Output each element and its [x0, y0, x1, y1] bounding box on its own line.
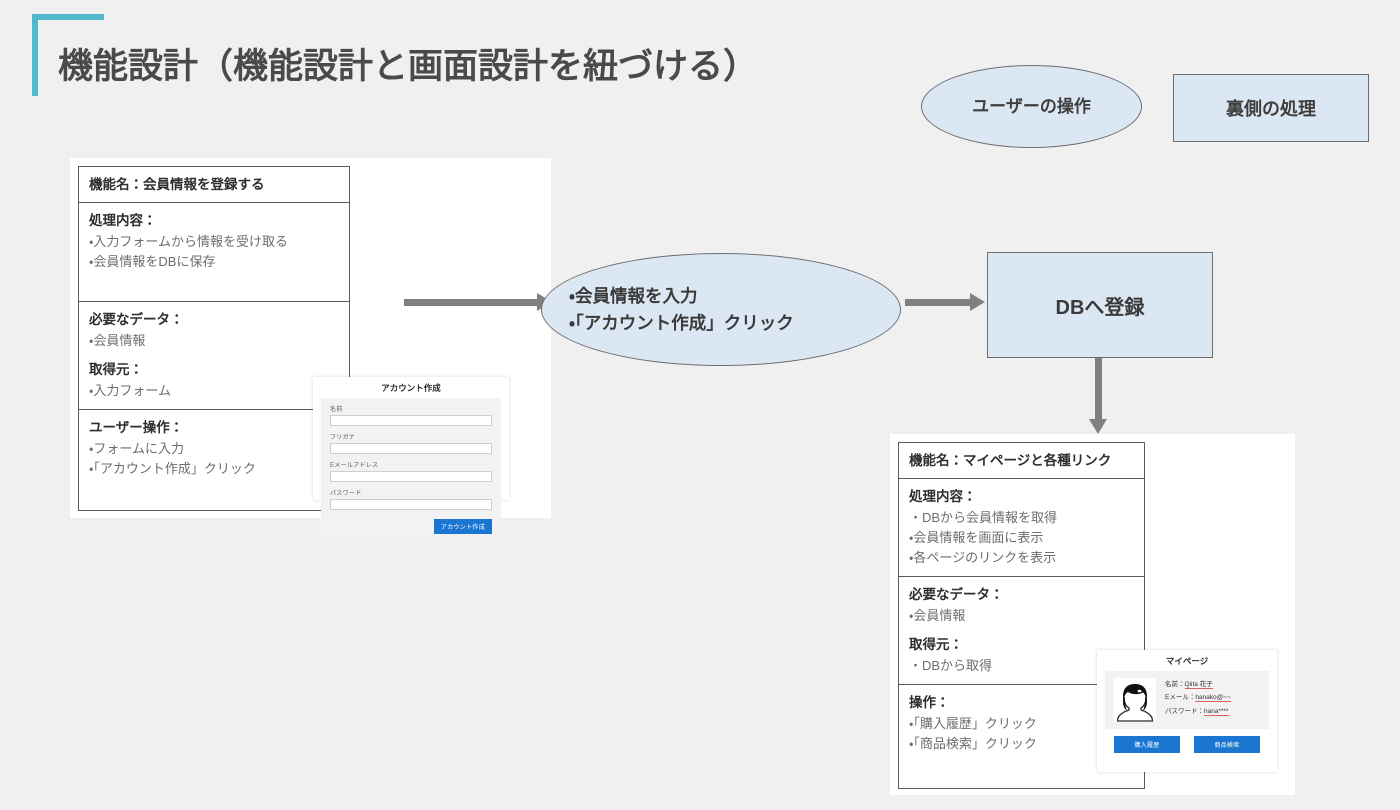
- mypage-button-row: 購入履歴 商品検索: [1097, 729, 1277, 762]
- flow-user-step-line2: ・「アカウント作成」クリック: [569, 312, 794, 333]
- mypage-email-row: Eメール：hanako@~~: [1165, 691, 1231, 704]
- legend-user-action-label-line2: 操作: [1056, 96, 1091, 116]
- flow-db-register-label: DBへ登録: [1055, 296, 1145, 319]
- legend-user-action-label-line1: ユーザーの: [972, 96, 1057, 116]
- spec-row-process: 処理内容： ・入力フォームから情報を受け取る ・会員情報をDBに保存: [79, 203, 349, 302]
- page-title: 機能設計（機能設計と画面設計を紐づける）: [58, 47, 759, 86]
- spec-right-data-heading: 必要なデータ：: [909, 587, 1004, 602]
- spec-right-operation-heading: 操作：: [909, 695, 950, 710]
- spec-right-operation-item-0: ・「購入履歴」クリック: [909, 715, 1037, 731]
- signup-mockup-title: アカウント作成: [381, 383, 441, 393]
- signup-email-label: Eメールアドレス: [330, 463, 379, 469]
- spec-card-register-member: 機能名：会員情報を登録する 処理内容： ・入力フォームから情報を受け取る ・会員…: [78, 166, 350, 511]
- legend-backend-process-label: 裏側の処理: [1226, 99, 1316, 119]
- spacer: [909, 626, 1134, 635]
- spec-right-source-item-0: ・DBから取得: [909, 657, 993, 673]
- mypage-name-row: 名前：Qiita 花子: [1165, 678, 1231, 691]
- spec-right-process-heading: 処理内容：: [909, 489, 977, 504]
- spec-row-function-name: 機能名：マイページと各種リンク: [899, 443, 1144, 479]
- spec-row-data-and-source: 必要なデータ： ・会員情報 取得元： ・入力フォーム: [79, 302, 349, 410]
- arrow-user-action-to-db: [905, 293, 985, 311]
- spec-left-data-item-0: ・会員情報: [89, 332, 146, 348]
- spec-left-process-item-0: ・入力フォームから情報を受け取る: [89, 233, 289, 249]
- arrow-form-to-user-action: [404, 293, 552, 311]
- signup-furigana-input[interactable]: [330, 443, 492, 454]
- spec-right-process-item-1: ・会員情報を画面に表示: [909, 530, 1044, 546]
- spec-right-process-item-2: ・各ページのリンクを表示: [909, 550, 1057, 566]
- mypage-email-value: hanako@~~: [1195, 694, 1231, 703]
- signup-password-input[interactable]: [330, 499, 492, 510]
- mypage-password-label: パスワード：: [1165, 707, 1204, 715]
- signup-email-input[interactable]: [330, 471, 492, 482]
- spec-right-operation-item-1: ・「商品検索」クリック: [909, 736, 1037, 752]
- spec-left-operation-item-0: ・フォームに入力: [89, 440, 185, 456]
- mypage-password-value: hana****: [1204, 707, 1229, 716]
- spec-left-process-item-1: ・会員情報をDBに保存: [89, 254, 216, 270]
- mypage-email-label: Eメール：: [1165, 694, 1196, 702]
- spec-card-mypage-links: 機能名：マイページと各種リンク 処理内容： ・DBから会員情報を取得 ・会員情報…: [898, 442, 1145, 789]
- legend-user-action-shape: ユーザーの 操作: [921, 65, 1142, 148]
- mypage-mockup-profile: 名前：Qiita 花子 Eメール：hanako@~~ パスワード：hana***…: [1105, 671, 1269, 729]
- purchase-history-button[interactable]: 購入履歴: [1114, 736, 1180, 753]
- spacer: [89, 351, 339, 360]
- flow-user-action-input-member-info: ・会員情報を入力 ・「アカウント作成」クリック: [541, 253, 901, 366]
- mypage-name-label: 名前：: [1165, 681, 1185, 688]
- flow-user-step-line1: ・会員情報を入力: [569, 286, 698, 307]
- spec-row-process: 処理内容： ・DBから会員情報を取得 ・会員情報を画面に表示 ・各ページのリンク…: [899, 479, 1144, 577]
- signup-screen-mockup: アカウント作成 名前 フリガナ Eメールアドレス パスワード アカウント作成: [313, 377, 509, 542]
- legend-backend-process-shape: 裏側の処理: [1173, 74, 1369, 142]
- spec-left-source-heading: 取得元：: [89, 362, 143, 378]
- signup-furigana-label: フリガナ: [330, 435, 356, 441]
- mypage-name-value: Qiita 花子: [1184, 681, 1213, 689]
- spec-left-function-name: 機能名：会員情報を登録する: [89, 177, 265, 192]
- spec-left-source-item-0: ・入力フォーム: [89, 382, 172, 398]
- mypage-info-list: 名前：Qiita 花子 Eメール：hanako@~~ パスワード：hana***…: [1165, 678, 1231, 718]
- signup-password-label: パスワード: [330, 491, 362, 497]
- spec-left-data-heading: 必要なデータ：: [89, 312, 184, 327]
- product-search-button[interactable]: 商品検索: [1194, 736, 1260, 753]
- spec-right-process-item-0: ・DBから会員情報を取得: [909, 509, 1058, 525]
- signup-submit-button[interactable]: アカウント作成: [433, 519, 492, 534]
- signup-name-label: 名前: [330, 407, 343, 413]
- mypage-mockup-title: マイページ: [1165, 656, 1209, 666]
- spec-row-operation: 操作： ・「購入履歴」クリック ・「商品検索」クリック: [899, 685, 1144, 785]
- spec-right-data-item-0: ・会員情報: [909, 607, 966, 623]
- mypage-screen-mockup: マイページ 名前：Qiita 花子 Eメール：hanako@~~: [1097, 650, 1277, 772]
- arrow-db-to-mypage-spec: [1089, 358, 1107, 434]
- signup-name-input[interactable]: [330, 415, 492, 426]
- spec-row-function-name: 機能名：会員情報を登録する: [79, 167, 349, 203]
- spec-left-operation-heading: ユーザー操作：: [89, 420, 184, 435]
- signup-mockup-form: 名前 フリガナ Eメールアドレス パスワード アカウント作成: [321, 398, 501, 542]
- title-corner-bracket-decoration: [32, 14, 104, 96]
- flow-db-register: DBへ登録: [987, 252, 1213, 358]
- spec-left-operation-item-1: ・「アカウント作成」クリック: [89, 461, 256, 477]
- spec-row-data-and-source: 必要なデータ： ・会員情報 取得元： ・DBから取得: [899, 577, 1144, 685]
- user-avatar-icon: [1116, 684, 1154, 722]
- spec-row-user-operation: ユーザー操作： ・フォームに入力 ・「アカウント作成」クリック: [79, 410, 349, 507]
- spec-right-source-heading: 取得元：: [909, 637, 963, 653]
- spec-right-function-name: 機能名：マイページと各種リンク: [909, 453, 1112, 468]
- mypage-password-row: パスワード：hana****: [1165, 705, 1231, 718]
- spec-left-process-heading: 処理内容：: [89, 213, 157, 228]
- signup-submit-row: アカウント作成: [330, 516, 492, 534]
- avatar: [1114, 678, 1156, 722]
